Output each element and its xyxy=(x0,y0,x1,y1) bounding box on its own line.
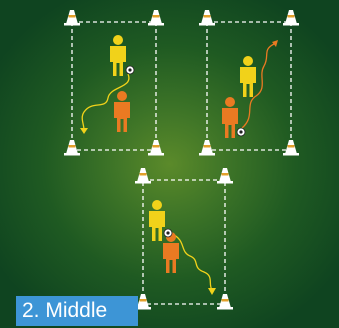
cone-icon xyxy=(148,140,164,156)
movement-path xyxy=(81,73,130,131)
cone-icon xyxy=(64,140,80,156)
cone-icon xyxy=(199,140,215,156)
ball-icon xyxy=(163,228,173,238)
drill-grid-1 xyxy=(64,10,164,156)
player-icon xyxy=(222,97,238,138)
movement-path xyxy=(171,233,213,291)
player-icon xyxy=(114,91,130,132)
cone-icon xyxy=(283,10,299,26)
drill-title-label: 2. Middle xyxy=(16,296,138,326)
player-icon xyxy=(149,200,165,241)
player-icon xyxy=(240,56,256,97)
cone-icon xyxy=(135,168,151,184)
ball-icon xyxy=(125,65,135,75)
cone-icon xyxy=(64,10,80,26)
arrow-icon xyxy=(80,128,88,134)
ball-icon xyxy=(236,127,246,137)
player-icon xyxy=(163,232,179,273)
cone-icon xyxy=(148,10,164,26)
arrow-icon xyxy=(208,288,216,295)
drill-grid-3 xyxy=(135,168,233,310)
cone-icon xyxy=(217,294,233,310)
drill-grid-2 xyxy=(199,10,299,156)
player-icon xyxy=(110,35,126,76)
cone-icon xyxy=(217,168,233,184)
arrow-icon xyxy=(272,40,278,47)
dribble-path xyxy=(241,43,275,129)
grid-1-boundary xyxy=(71,21,157,151)
grid-3-boundary xyxy=(142,179,226,305)
grid-2-boundary xyxy=(206,21,292,151)
cone-icon xyxy=(283,140,299,156)
cone-icon xyxy=(199,10,215,26)
